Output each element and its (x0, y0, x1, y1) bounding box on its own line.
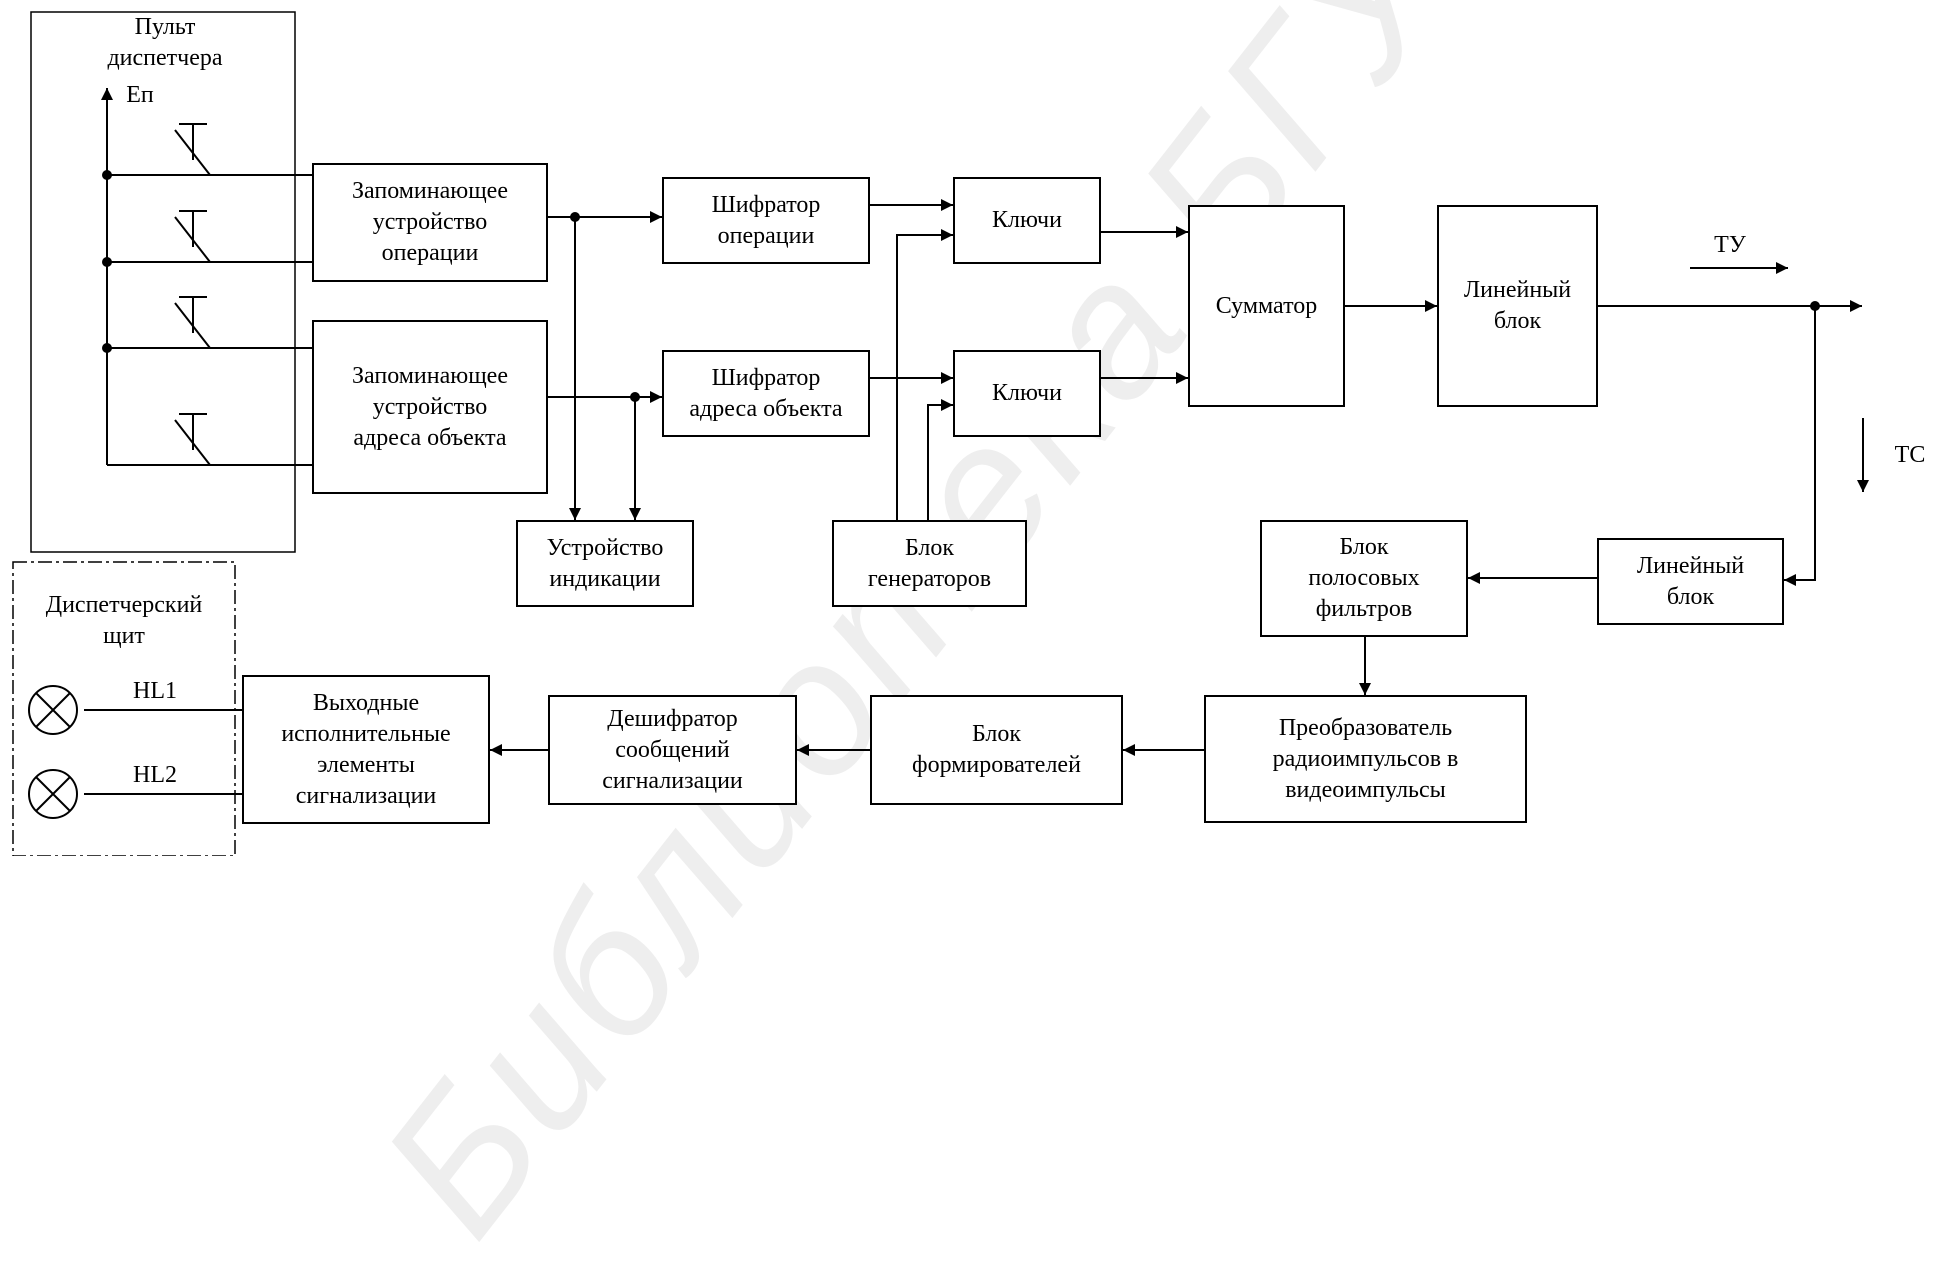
encoder-operation-block: Шифратор операции (662, 177, 870, 264)
switch-1 (107, 123, 211, 176)
panel-title: Пульт диспетчера (107, 14, 223, 71)
bandpass-filters-block: Блок полосовых фильтров (1260, 520, 1468, 637)
outputs-block: Выходные исполнительные элементы сигнали… (242, 675, 490, 824)
control-panel-frame (30, 11, 296, 553)
lamp-hl2-label: HL2 (133, 762, 177, 788)
summator-block: Сумматор (1188, 205, 1345, 407)
keys-bottom-block: Ключи (953, 350, 1101, 437)
keys-top-block: Ключи (953, 177, 1101, 264)
memory-operation-block: Запоминающее устройство операции (312, 163, 548, 282)
indicator-block: Устройство индикации (516, 520, 694, 607)
tu-label: ТУ (1714, 232, 1746, 258)
generators-block: Блок генераторов (832, 520, 1027, 607)
supply-label: Еп (126, 82, 154, 108)
diagram-wiring (12, 11, 1869, 856)
lamp-hl1-label: HL1 (133, 678, 177, 704)
decoder-block: Дешифратор сообщений сигнализации (548, 695, 797, 805)
ts-label: ТС (1894, 442, 1926, 468)
switch-3 (107, 296, 211, 349)
encoder-address-block: Шифратор адреса объекта (662, 350, 870, 437)
memory-address-block: Запоминающее устройство адреса объекта (312, 320, 548, 494)
line-block-tx: Линейный блок (1437, 205, 1598, 407)
line-block-rx: Линейный блок (1597, 538, 1784, 625)
converter-block: Преобразователь радиоимпульсов в видеоим… (1204, 695, 1527, 823)
lamp-hl1 (28, 685, 78, 735)
lamp-hl2 (28, 769, 78, 819)
switch-4 (107, 413, 211, 466)
shield-title: Диспетчерский щит (45, 592, 203, 649)
switch-2 (107, 210, 211, 263)
shapers-block: Блок формирователей (870, 695, 1123, 805)
